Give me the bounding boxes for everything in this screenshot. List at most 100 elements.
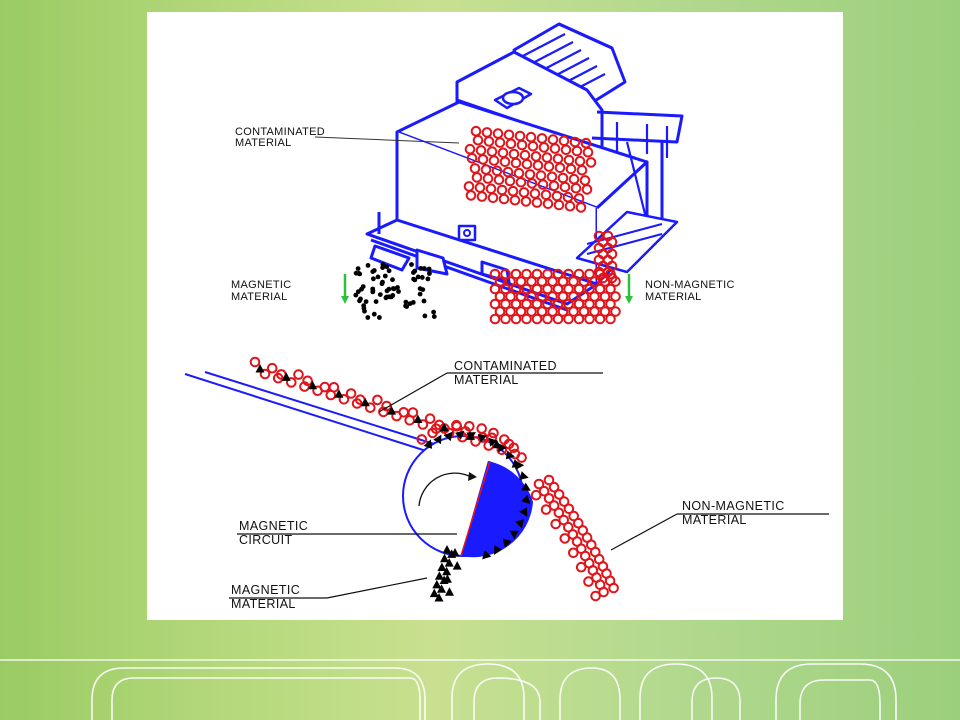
nonmagnetic-particle bbox=[563, 313, 574, 325]
magnetic-particle bbox=[434, 571, 444, 580]
label-circuit-1: MAGNETIC bbox=[239, 519, 308, 533]
label-magnetic-top-2: MATERIAL bbox=[231, 291, 288, 303]
nonmagnetic-particle bbox=[266, 362, 278, 374]
magnetic-particle bbox=[411, 276, 416, 282]
magnetic-particle bbox=[395, 285, 400, 290]
magnetic-particle bbox=[388, 294, 394, 300]
nonmagnetic-particle bbox=[328, 382, 340, 393]
magnetic-particle bbox=[452, 561, 462, 570]
magnetic-particle bbox=[382, 273, 388, 279]
nonmagnetic-particle bbox=[319, 381, 331, 393]
magnetic-particle bbox=[373, 299, 379, 304]
nonmagnetic-particle bbox=[530, 489, 542, 501]
nonmagnetic-particle bbox=[249, 356, 261, 368]
separator-main-body bbox=[365, 100, 649, 312]
magnetic-particle bbox=[365, 263, 371, 268]
magnetic-particle bbox=[370, 288, 376, 293]
nonmagnetic-particle bbox=[500, 313, 511, 325]
nonmagnetic-particle bbox=[489, 313, 501, 325]
nonmagnetic-particle bbox=[552, 313, 564, 325]
label-magnetic-top-1: MAGNETIC bbox=[231, 279, 291, 291]
magnetic-stream-section bbox=[429, 545, 462, 602]
magnetic-output-top bbox=[353, 262, 437, 320]
upper-housing bbox=[455, 50, 604, 154]
label-magnetic-bottom-1: MAGNETIC bbox=[231, 583, 300, 597]
magnetic-particle bbox=[390, 277, 395, 283]
nonmagnetic-particle bbox=[372, 394, 383, 406]
separator-diagram: CONTAMINATED MATERIAL MAGNETIC MATERIAL … bbox=[184, 22, 829, 611]
leader-line bbox=[378, 372, 448, 413]
leader-line bbox=[610, 513, 678, 551]
magnetic-particle bbox=[380, 279, 385, 285]
leader-line bbox=[326, 577, 428, 599]
magnetic-particle bbox=[409, 262, 414, 267]
label-circuit-2: CIRCUIT bbox=[239, 533, 293, 547]
nonmagnetic-particle bbox=[608, 582, 619, 594]
magnetic-particle bbox=[380, 265, 385, 270]
magnetic-particle bbox=[375, 274, 381, 280]
figure-panel: CONTAMINATED MATERIAL MAGNETIC MATERIAL … bbox=[147, 12, 843, 620]
label-magnetic-bottom-2: MATERIAL bbox=[231, 597, 296, 611]
magnetic-particle bbox=[396, 289, 401, 294]
label-contaminated-bottom-2: MATERIAL bbox=[454, 373, 519, 387]
magnetic-particle bbox=[427, 271, 432, 276]
magnetic-particle bbox=[421, 266, 427, 271]
nonmagnetic-particle bbox=[540, 504, 552, 515]
magnetic-particle bbox=[420, 287, 426, 292]
magnetic-particle bbox=[371, 311, 377, 317]
nonmagnetic-particle bbox=[605, 313, 616, 325]
nonmagnetic-particle bbox=[584, 313, 595, 325]
label-nonmagnetic-bottom-1: NON-MAGNETIC bbox=[682, 499, 785, 513]
magnetic-particle bbox=[355, 289, 361, 295]
magnetic-particle bbox=[431, 314, 437, 319]
magnetic-particle bbox=[384, 264, 390, 270]
leader-line bbox=[314, 136, 460, 144]
nonmagnetic-particle bbox=[550, 518, 561, 530]
magnetic-drum bbox=[402, 435, 533, 558]
down-arrow-icon bbox=[341, 274, 349, 304]
nonmagnetic-particle bbox=[521, 313, 532, 325]
nonmagnetic-particle bbox=[398, 407, 409, 418]
magnetic-particle bbox=[419, 275, 425, 280]
magnetic-particle bbox=[431, 309, 436, 315]
magnetic-particle bbox=[418, 266, 424, 271]
label-nonmagnetic-bottom-2: MATERIAL bbox=[682, 513, 747, 527]
magnetic-particle bbox=[429, 588, 439, 598]
label-contaminated-top-2: MATERIAL bbox=[235, 137, 292, 149]
nonmagnetic-particle bbox=[568, 547, 579, 559]
nonmagnetic-particle bbox=[542, 313, 553, 325]
nonmagnetic-particle bbox=[583, 576, 594, 587]
magnetic-particle bbox=[377, 315, 382, 320]
magnetic-particle bbox=[421, 298, 427, 304]
nonmagnetic-particle bbox=[531, 313, 543, 325]
magnetic-particle bbox=[422, 313, 428, 319]
nonmagnetic-particle bbox=[476, 423, 487, 434]
magnetic-particle bbox=[417, 291, 423, 297]
nonmagnetic-particle bbox=[573, 313, 585, 325]
magnetic-particle bbox=[384, 288, 390, 294]
magnetic-particle bbox=[407, 301, 413, 306]
label-nonmagnetic-top-1: NON-MAGNETIC bbox=[645, 279, 735, 291]
nonmagnetic-particle bbox=[559, 533, 571, 544]
label-contaminated-bottom-1: CONTAMINATED bbox=[454, 359, 557, 373]
nonmagnetic-particle bbox=[407, 407, 419, 418]
nonmagnetic-particle bbox=[424, 413, 436, 424]
nonmagnetic-particle bbox=[594, 313, 606, 325]
magnetic-particle bbox=[432, 579, 442, 589]
magnetic-particle bbox=[353, 270, 359, 276]
magnetic-particle bbox=[358, 296, 363, 302]
magnetic-particle bbox=[437, 562, 447, 571]
magnetic-particle bbox=[412, 268, 418, 274]
magnetic-particle bbox=[365, 315, 371, 320]
magnetic-particle bbox=[361, 305, 367, 311]
magnetic-particle bbox=[425, 276, 431, 282]
nonmagnetic-stream-section bbox=[530, 474, 619, 602]
magnetic-particle bbox=[353, 292, 359, 298]
nonmagnetic-particle bbox=[590, 590, 601, 602]
magnetic-particle bbox=[371, 276, 376, 282]
nonmagnetic-particle bbox=[345, 388, 357, 399]
magnetic-particle bbox=[360, 284, 366, 289]
nonmagnetic-particle bbox=[510, 313, 522, 325]
magnetic-particle bbox=[426, 266, 432, 272]
